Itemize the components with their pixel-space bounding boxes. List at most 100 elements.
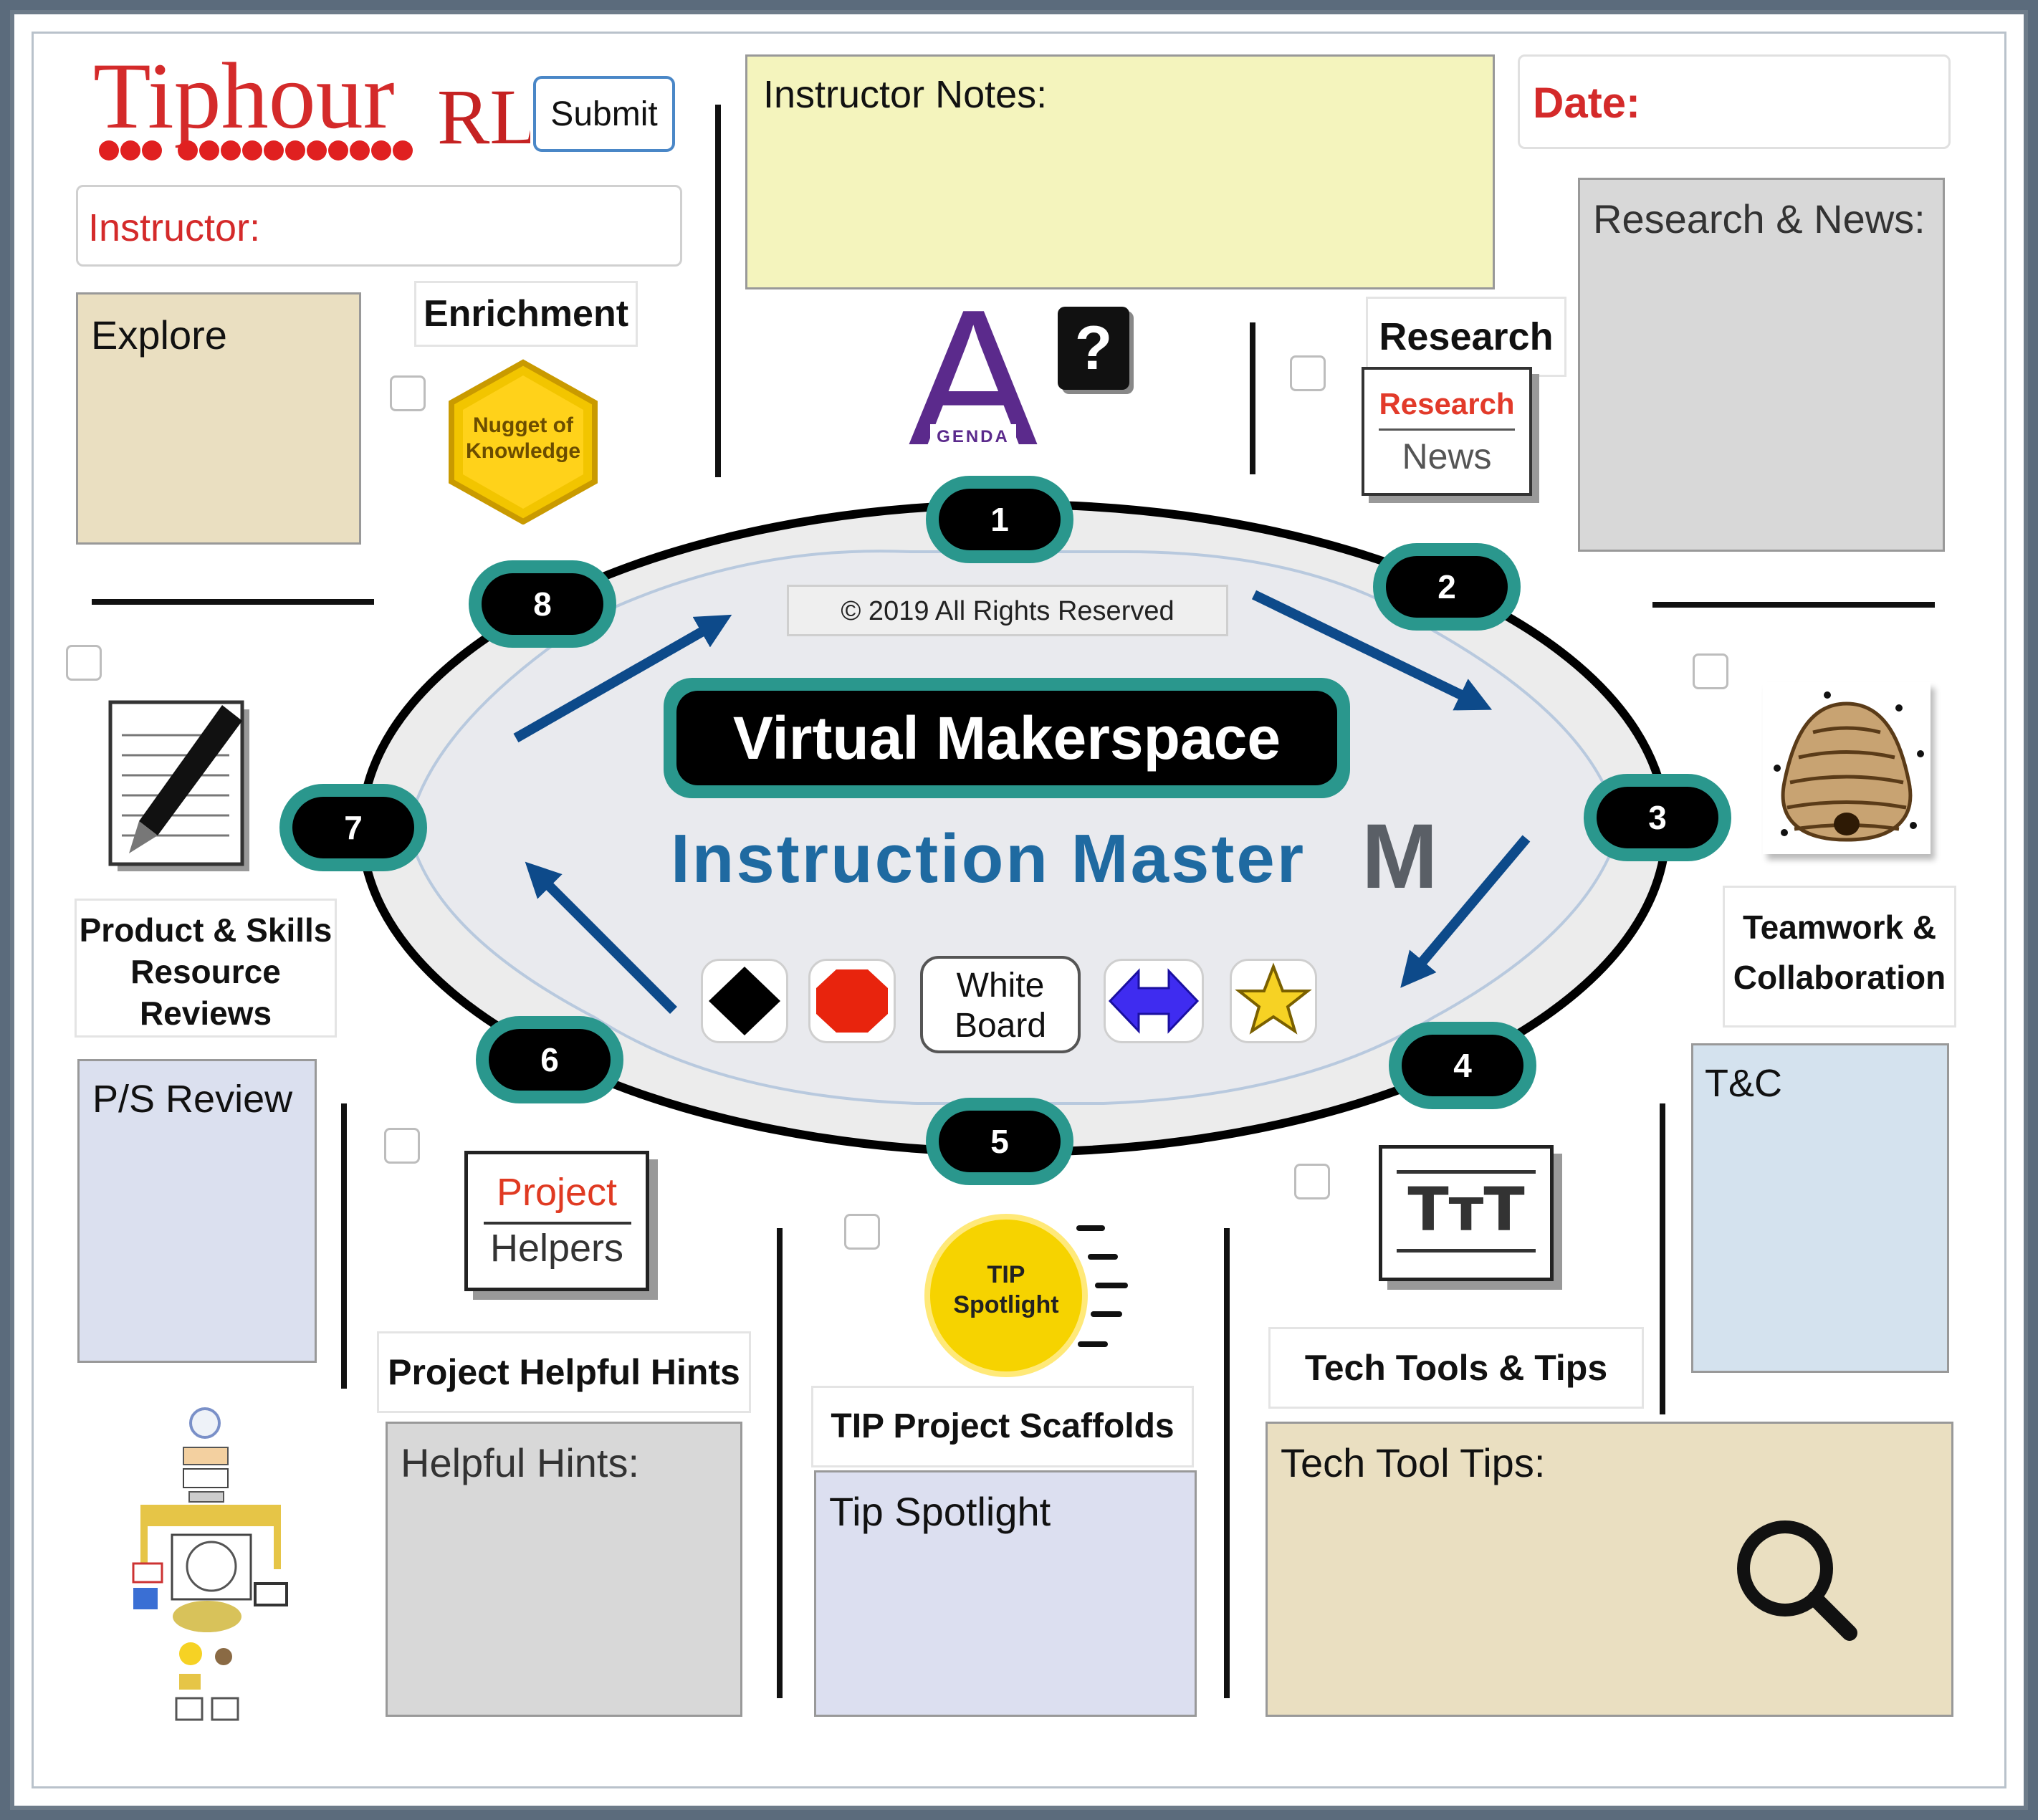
product-skills-label: Product & Skills Resource Reviews (75, 899, 337, 1038)
project-helpers-icon-divider (484, 1222, 631, 1225)
copyright-notice: © 2019 All Rights Reserved (787, 585, 1228, 636)
ttt-icon-bottom-line (1397, 1249, 1536, 1253)
project-helpers-checkbox[interactable] (384, 1128, 420, 1164)
step-8-label: 8 (482, 573, 603, 635)
virtual-makerspace-title[interactable]: Virtual Makerspace (664, 678, 1350, 798)
step-3-button[interactable]: 3 (1584, 774, 1731, 861)
step-1-button[interactable]: 1 (926, 476, 1073, 563)
step-7-label: 7 (292, 797, 414, 858)
tech-tool-tips-label: Tech Tool Tips: (1281, 1440, 1546, 1485)
copyright-text: © 2019 All Rights Reserved (841, 596, 1175, 626)
logo-rl-mark: RL (437, 73, 530, 161)
step-7-button[interactable]: 7 (279, 784, 427, 871)
search-button[interactable] (1726, 1510, 1870, 1653)
teamwork-checkbox[interactable] (1693, 653, 1728, 689)
site-map-thumbnail[interactable] (126, 1404, 298, 1734)
tip-scaffolds-label: TIP Project Scaffolds (811, 1386, 1194, 1467)
product-skills-checkbox[interactable] (66, 645, 102, 681)
canvas-inner-border (32, 32, 2006, 1788)
tc-label: T&C (1705, 1062, 1782, 1105)
tech-tool-tips-field[interactable]: Tech Tool Tips: (1266, 1422, 1953, 1717)
beehive-icon (1774, 691, 1924, 842)
arrow-6-to-7 (525, 861, 677, 1014)
tip-spotlight-checkbox[interactable] (844, 1214, 880, 1250)
agenda-button[interactable]: A GENDA (901, 270, 1045, 486)
project-helpers-icon-bottom: Helpers (489, 1227, 624, 1270)
enrichment-checkbox[interactable] (390, 375, 426, 411)
instructor-notes-field[interactable]: Instructor Notes: (745, 54, 1495, 289)
instruction-master-title: Instruction Master (671, 820, 1306, 897)
step-8-button[interactable]: 8 (469, 560, 616, 648)
red-octagon-icon (816, 969, 888, 1033)
tech-tools-button[interactable]: TᴛT (1379, 1145, 1554, 1281)
spotlight-icon (924, 1214, 1128, 1377)
separator-vertical-header (715, 105, 721, 477)
separator-vertical-bottom-2 (1224, 1228, 1230, 1698)
tiphour-logo[interactable]: Tiphour RL (93, 43, 538, 172)
research-label: Research (1366, 297, 1566, 377)
ttt-icon: TᴛT (1407, 1174, 1525, 1245)
site-map-icon (132, 1407, 288, 1721)
nugget-of-knowledge-button[interactable]: Nugget of Knowledge (444, 358, 602, 525)
product-skills-button[interactable] (107, 699, 257, 878)
agenda-text: GENDA (937, 427, 1010, 446)
ttt-icon-top-line (1397, 1170, 1536, 1174)
star-tool-button[interactable] (1230, 959, 1317, 1043)
ps-review-field[interactable]: P/S Review (77, 1059, 317, 1363)
step-5-label: 5 (939, 1111, 1061, 1172)
tip-spotlight-label: Tip Spotlight (829, 1489, 1051, 1534)
nugget-hexagon-icon (449, 359, 598, 525)
step-4-label: 4 (1402, 1035, 1523, 1096)
arrow-2-to-3 (1251, 590, 1493, 711)
date-field[interactable]: Date: (1518, 54, 1951, 149)
helpful-hints-label: Helpful Hints: (401, 1440, 640, 1485)
research-news-field[interactable]: Research & News: (1578, 178, 1945, 552)
teamwork-label: Teamwork & Collaboration (1723, 886, 1956, 1028)
star-icon (1235, 962, 1312, 1035)
tip-spotlight-icon-label: TIP Spotlight (953, 1261, 1059, 1318)
help-icon: ? (1074, 314, 1113, 383)
teamwork-button[interactable] (1763, 682, 1931, 854)
tiphour-logo-graphic: Tiphour RL (93, 43, 538, 161)
separator-right-mid (1652, 602, 1935, 608)
project-helpers-button[interactable]: Project Helpers (464, 1151, 649, 1291)
step-2-button[interactable]: 2 (1373, 543, 1521, 631)
help-button[interactable]: ? (1058, 307, 1129, 390)
project-helpers-icon-top: Project (496, 1171, 618, 1214)
tech-tools-checkbox[interactable] (1294, 1164, 1330, 1199)
agenda-icon: A GENDA (909, 270, 1038, 486)
submit-button[interactable]: Submit (533, 76, 675, 152)
stop-tool-button[interactable] (808, 959, 896, 1043)
research-news-icon-top: Research (1379, 387, 1515, 421)
tip-spotlight-button[interactable]: TIP Spotlight (922, 1211, 1137, 1380)
research-news-label: Research & News: (1593, 196, 1925, 241)
tip-spotlight-field[interactable]: Tip Spotlight (814, 1470, 1197, 1717)
nugget-label: Nugget of Knowledge (466, 413, 581, 463)
instructor-label: Instructor: (88, 206, 261, 249)
separator-vertical-right-bottom (1660, 1103, 1665, 1414)
step-6-button[interactable]: 6 (476, 1016, 623, 1103)
step-4-button[interactable]: 4 (1389, 1022, 1536, 1109)
instructor-field[interactable]: Instructor: (76, 185, 682, 267)
helpful-hints-field[interactable]: Helpful Hints: (386, 1422, 742, 1717)
tech-tools-label: Tech Tools & Tips (1268, 1327, 1644, 1409)
date-label: Date: (1533, 79, 1641, 127)
diamond-tool-button[interactable] (701, 959, 788, 1043)
double-arrow-tool-button[interactable] (1104, 959, 1204, 1043)
step-5-button[interactable]: 5 (926, 1098, 1073, 1185)
research-news-button[interactable]: Research News (1362, 367, 1532, 496)
tc-field[interactable]: T&C (1691, 1043, 1949, 1373)
whiteboard-button[interactable]: White Board (920, 956, 1081, 1053)
diamond-icon (709, 967, 780, 1035)
separator-left-mid (92, 599, 374, 605)
project-hints-label: Project Helpful Hints (377, 1331, 751, 1413)
explore-field[interactable]: Explore (76, 292, 361, 545)
search-icon (1737, 1520, 1857, 1641)
arrow-8-to-1 (513, 614, 732, 743)
separator-vertical-bottom-1 (777, 1228, 783, 1698)
double-arrow-icon (1108, 968, 1200, 1034)
master-mark-icon: M (1362, 805, 1438, 908)
enrichment-label: Enrichment (414, 281, 638, 347)
step-6-label: 6 (489, 1029, 611, 1091)
research-checkbox[interactable] (1290, 355, 1326, 391)
